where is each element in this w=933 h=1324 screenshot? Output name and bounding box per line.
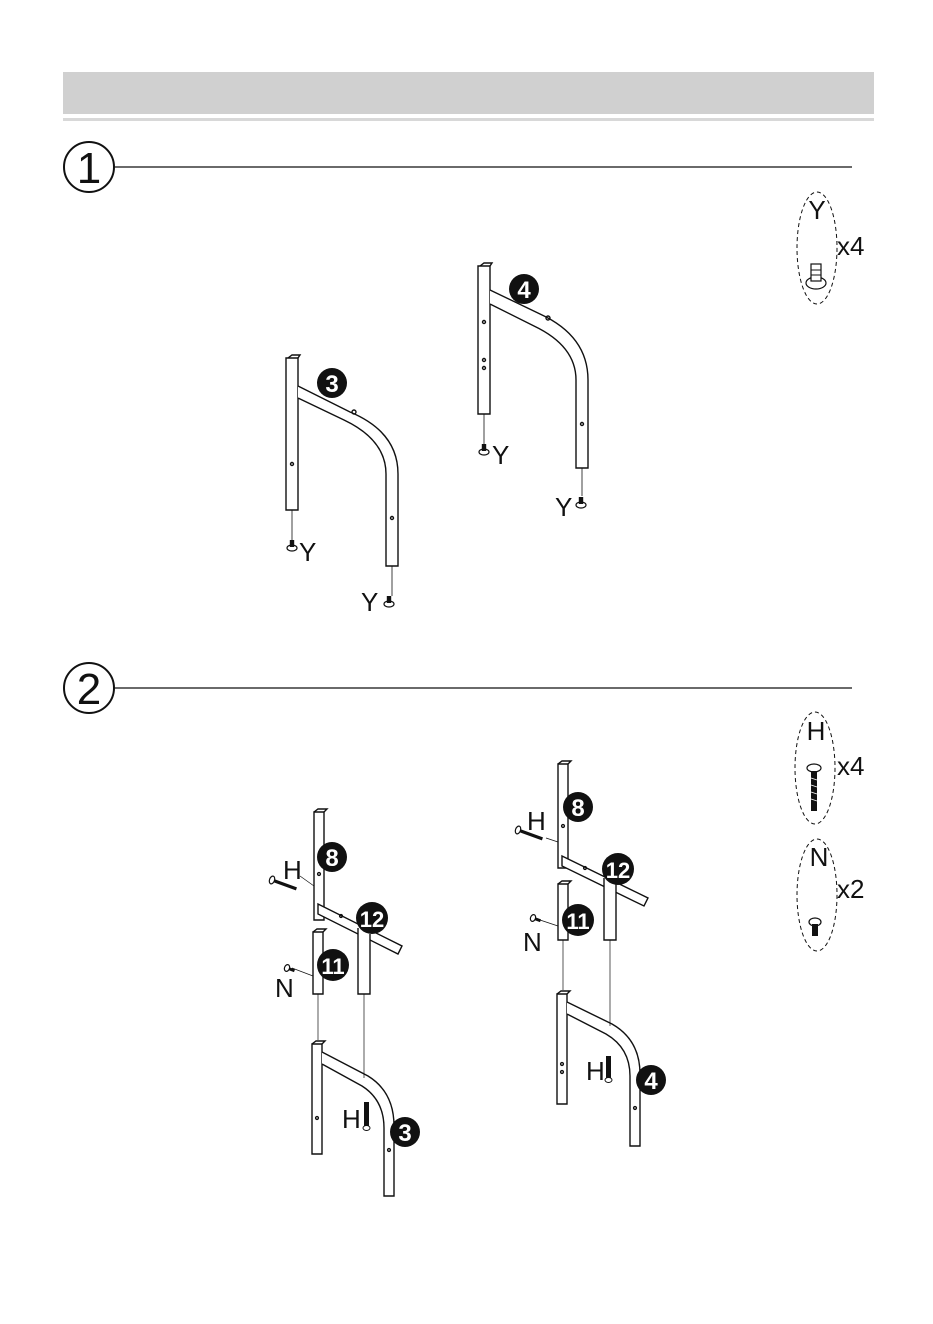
part-12-number: 12 xyxy=(360,907,384,932)
foot-glide-icon xyxy=(479,444,489,455)
part-3-number: 3 xyxy=(398,1120,411,1147)
part-4-number: 4 xyxy=(517,277,531,304)
hardware-y-qty: x4 xyxy=(837,231,864,261)
step-1-number: 1 xyxy=(77,144,101,193)
h-label: H xyxy=(283,855,302,885)
part-8-number: 8 xyxy=(571,795,584,822)
foot-glide-icon xyxy=(287,540,297,551)
n-label: N xyxy=(275,973,294,1003)
part-11-number: 11 xyxy=(321,954,344,979)
h-label: H xyxy=(586,1056,605,1086)
y-label: Y xyxy=(299,537,316,567)
part-4-number: 4 xyxy=(644,1068,658,1095)
y-label: Y xyxy=(555,492,572,522)
step-2: 2 H x4 N x2 xyxy=(64,663,864,1196)
n-label: N xyxy=(523,927,542,957)
hardware-n: N x2 xyxy=(797,839,864,951)
screw-icon xyxy=(809,918,821,936)
y-label: Y xyxy=(492,440,509,470)
bolt-icon xyxy=(363,1102,370,1131)
step-2-number: 2 xyxy=(77,665,101,714)
foot-glide-icon xyxy=(806,264,826,289)
bolt-icon xyxy=(807,764,821,811)
part-12-number: 12 xyxy=(606,858,630,883)
hardware-h: H x4 xyxy=(795,712,864,824)
hardware-n-letter: N xyxy=(810,842,829,872)
foot-glide-icon xyxy=(384,596,394,607)
part-8-number: 8 xyxy=(325,845,338,872)
part-11-number: 11 xyxy=(566,909,589,934)
hardware-h-qty: x4 xyxy=(837,751,864,781)
y-label: Y xyxy=(361,587,378,617)
hardware-y-letter: Y xyxy=(808,195,825,225)
screw-icon xyxy=(529,914,541,924)
hardware-y: Y x4 xyxy=(797,192,864,304)
part-3-number: 3 xyxy=(325,371,338,398)
assembly-left: 8 12 11 3 H N H xyxy=(268,809,420,1196)
hardware-n-qty: x2 xyxy=(837,874,864,904)
assembly-right: 8 12 11 4 H N H xyxy=(514,761,666,1146)
h-label: H xyxy=(527,806,546,836)
bolt-icon xyxy=(605,1056,612,1083)
h-label: H xyxy=(342,1104,361,1134)
hardware-h-letter: H xyxy=(807,716,826,746)
foot-glide-icon xyxy=(576,497,586,508)
step-1: 1 Y x4 3 Y xyxy=(64,142,864,617)
